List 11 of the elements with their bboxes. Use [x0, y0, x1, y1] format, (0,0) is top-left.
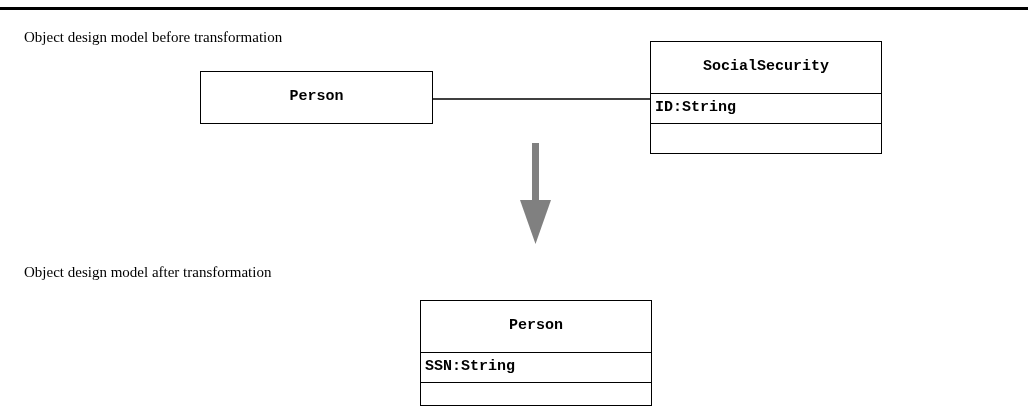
- class-box: [420, 300, 652, 406]
- class-name: SocialSecurity: [703, 57, 829, 78]
- attribute-text: SSN:String: [425, 357, 515, 378]
- class-box: [650, 41, 882, 154]
- association-line: [432, 98, 651, 100]
- caption-text: Object design model after transformation: [24, 263, 272, 282]
- class-name: Person: [509, 316, 563, 337]
- class-box: [200, 71, 433, 124]
- class-name: Person: [289, 87, 344, 108]
- caption-text: Object design model before transformation: [24, 28, 283, 47]
- attribute-text: ID:String: [655, 98, 736, 119]
